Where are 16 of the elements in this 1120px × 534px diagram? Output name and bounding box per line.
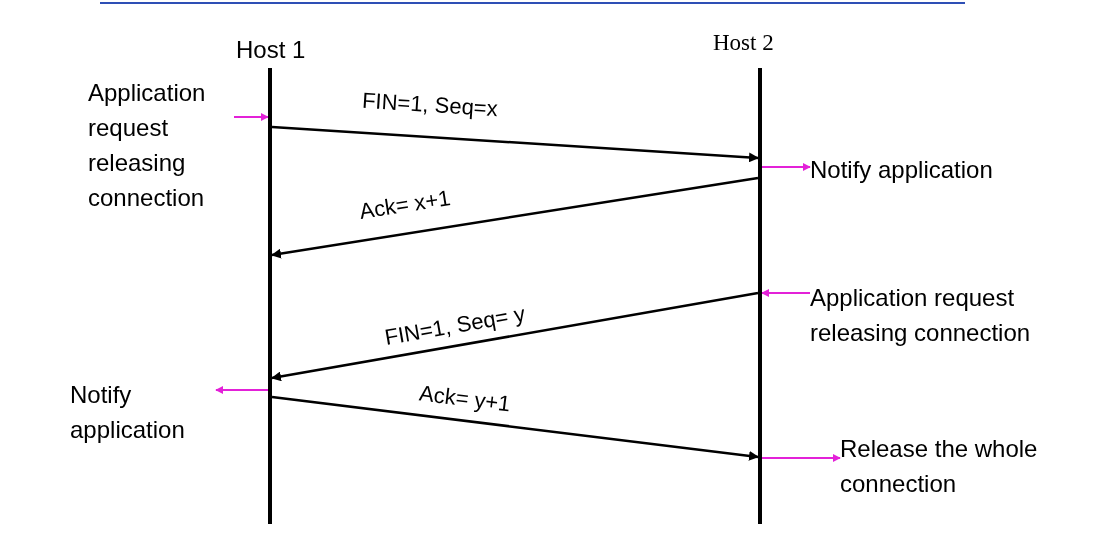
message-arrow	[271, 176, 759, 259]
event-note: Release the whole connection	[840, 431, 1090, 503]
event-note: Notify application	[70, 377, 216, 449]
event-note: Application request releasing connection	[810, 280, 1090, 352]
event-arrow	[761, 163, 811, 171]
host-label: Host 1	[236, 36, 306, 64]
message-arrow	[271, 395, 759, 461]
event-note: Application request releasing connection	[88, 75, 234, 217]
message-arrow	[271, 291, 759, 382]
event-arrow	[215, 386, 269, 394]
event-arrow	[233, 113, 269, 121]
event-arrow	[761, 289, 811, 297]
host-label: Host 2	[713, 30, 774, 56]
message-arrow	[271, 125, 759, 163]
event-arrow	[761, 454, 841, 462]
event-note: Notify application	[810, 152, 1040, 188]
